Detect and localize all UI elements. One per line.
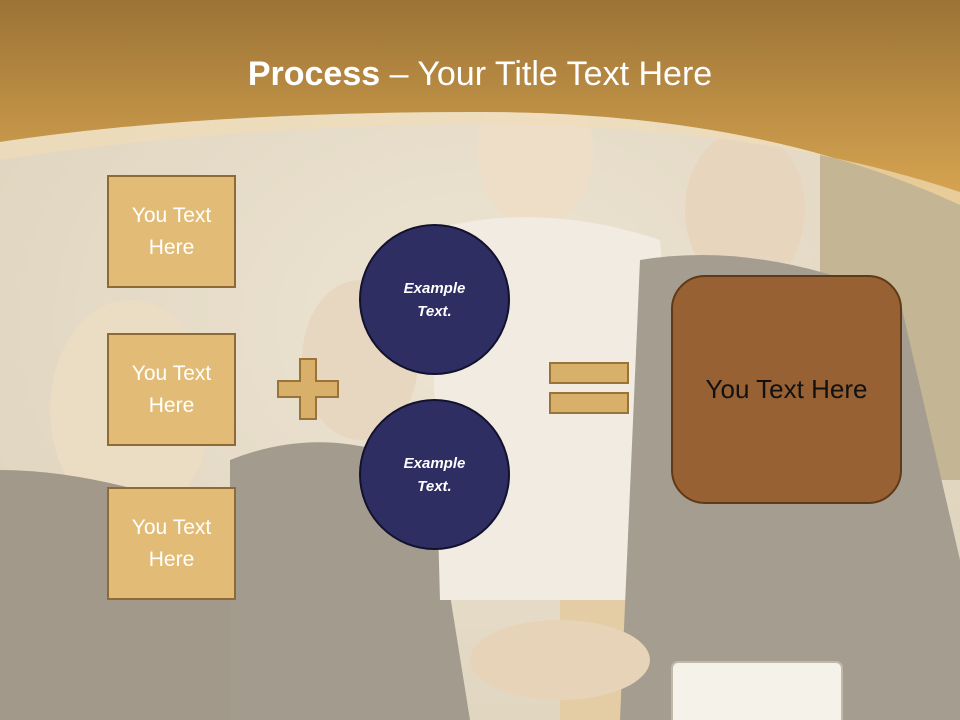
- result-box[interactable]: You Text Here: [671, 275, 902, 504]
- example-circle-1[interactable]: Example Text.: [359, 224, 510, 375]
- plus-icon: [277, 358, 339, 420]
- equals-icon: [549, 362, 629, 414]
- example-circle-2[interactable]: Example Text.: [359, 399, 510, 550]
- title-bold-part: Process: [247, 55, 381, 93]
- title-rest-part: – Your Title Text Here: [380, 55, 713, 93]
- input-box-1[interactable]: You Text Here: [107, 175, 236, 288]
- slide-title: Process – Your Title Text Here: [0, 52, 960, 96]
- input-box-3[interactable]: You Text Here: [107, 487, 236, 600]
- input-box-2[interactable]: You Text Here: [107, 333, 236, 446]
